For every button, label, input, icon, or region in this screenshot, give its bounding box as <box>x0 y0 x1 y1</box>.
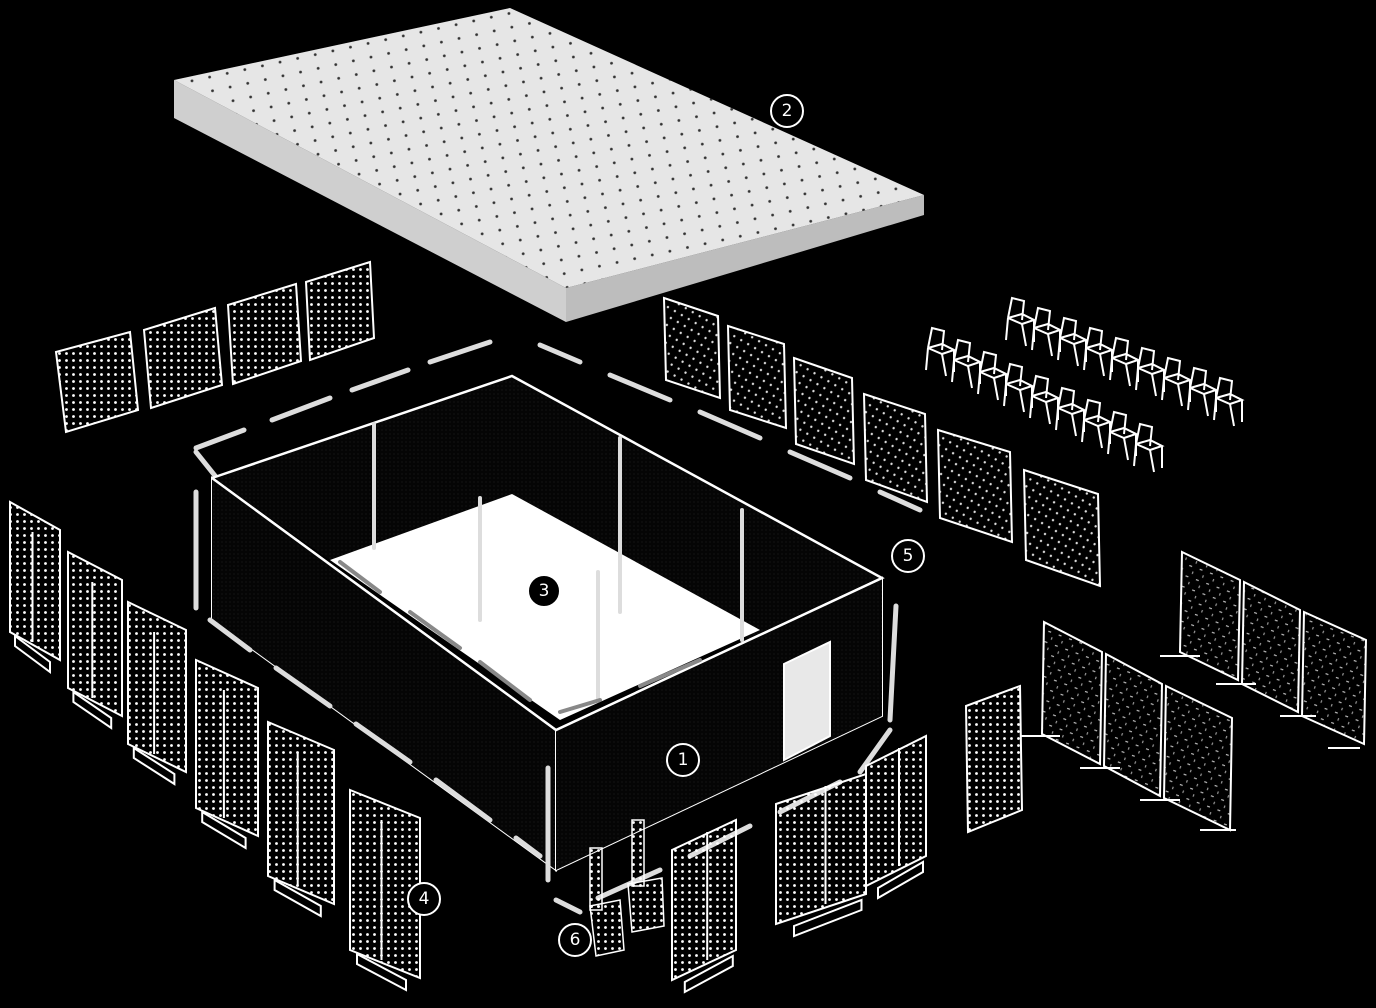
folding-chair <box>951 338 983 389</box>
folding-chair <box>1081 398 1113 449</box>
freestanding-panel <box>9 500 61 674</box>
folding-chair <box>1005 296 1037 347</box>
folding-chair <box>1161 356 1193 407</box>
freestanding-panel <box>195 658 259 850</box>
freestanding-panel <box>349 788 421 992</box>
speakers <box>589 819 665 957</box>
freestanding-panel <box>671 818 737 994</box>
folding-chair <box>1109 336 1141 387</box>
folding-chair <box>1083 326 1115 377</box>
freestanding-panel <box>67 550 123 730</box>
folding-chair <box>1107 410 1139 461</box>
freestanding-panels-left <box>9 500 421 992</box>
callout-4: 4 <box>407 882 441 916</box>
folding-chairs <box>925 296 1245 473</box>
ceiling-panel <box>174 8 924 322</box>
svg-text:2: 2 <box>782 101 793 121</box>
callout-1: 1 <box>666 743 700 777</box>
frame-top-segments <box>193 339 923 513</box>
back-left-panel-row <box>54 260 376 434</box>
svg-text:1: 1 <box>678 750 689 770</box>
svg-text:5: 5 <box>903 546 914 566</box>
back-right-panel-row <box>662 296 1102 588</box>
folding-chair <box>1213 376 1245 427</box>
folding-chair <box>1031 306 1063 357</box>
folding-chair <box>925 326 957 377</box>
svg-text:6: 6 <box>570 930 581 950</box>
callout-2: 2 <box>770 94 804 128</box>
folding-chair <box>1003 362 1035 413</box>
folding-chair <box>1135 346 1167 397</box>
callout-5: 5 <box>891 539 925 573</box>
freestanding-panels-front-right <box>671 734 927 994</box>
freestanding-panel <box>127 600 187 786</box>
banner-panels-right <box>964 550 1368 834</box>
folding-chair <box>1133 422 1165 473</box>
folding-chair <box>1055 386 1087 437</box>
svg-text:4: 4 <box>419 889 430 909</box>
freestanding-panel <box>865 734 927 900</box>
callout-3: 3 <box>527 574 561 608</box>
callout-6: 6 <box>558 923 592 957</box>
folding-chair <box>1187 366 1219 417</box>
folding-chair <box>1057 316 1089 367</box>
folding-chair <box>1029 374 1061 425</box>
svg-text:3: 3 <box>539 581 550 601</box>
freestanding-panel <box>267 720 335 918</box>
freestanding-panel <box>775 772 867 938</box>
folding-chair <box>977 350 1009 401</box>
